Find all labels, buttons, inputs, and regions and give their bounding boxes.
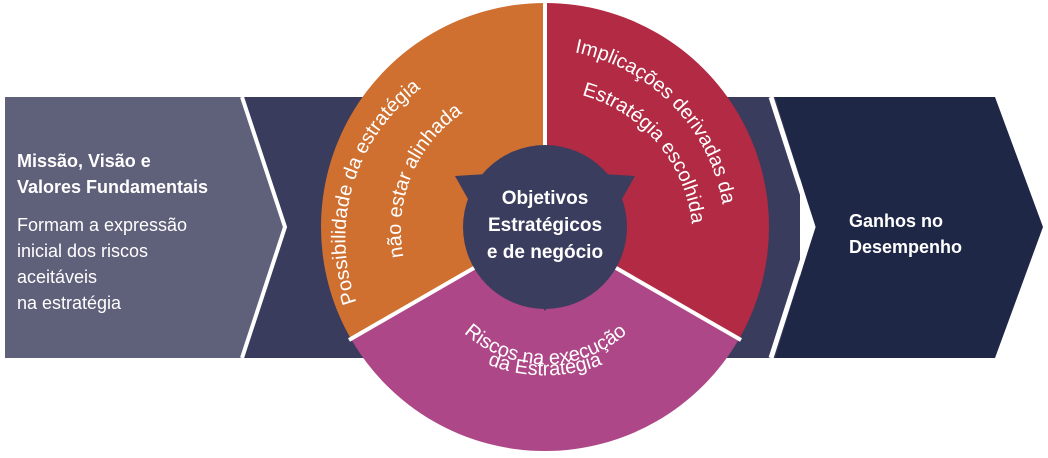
center-badge bbox=[455, 145, 635, 311]
left-title-line-2: Valores Fundamentais bbox=[17, 177, 209, 197]
left-arrow-separator bbox=[240, 96, 288, 359]
right-arrow bbox=[775, 97, 1043, 358]
center-label-1: Objetivos bbox=[502, 188, 589, 209]
center-label-3: e de negócio bbox=[487, 242, 603, 263]
left-body-line-2: inicial dos riscos bbox=[17, 241, 149, 261]
left-title-line-1: Missão, Visão e bbox=[17, 151, 151, 171]
left-body-line-4: na estratégia bbox=[17, 293, 122, 313]
left-arrow bbox=[5, 97, 285, 358]
left-panel-title: Missão, Visão e Valores Fundamentais bbox=[17, 148, 267, 200]
left-panel-body: Formam a expressão inicial dos riscos ac… bbox=[17, 212, 247, 316]
center-label-2: Estratégicos bbox=[488, 215, 602, 236]
right-title-line-2: Desempenho bbox=[849, 237, 963, 257]
right-panel-title: Ganhos no Desempenho bbox=[849, 208, 1019, 260]
right-title-line-1: Ganhos no bbox=[849, 211, 943, 231]
left-body-line-3: aceitáveis bbox=[17, 267, 98, 287]
left-body-line-1: Formam a expressão bbox=[17, 215, 188, 235]
right-arrow-separator bbox=[768, 96, 816, 359]
